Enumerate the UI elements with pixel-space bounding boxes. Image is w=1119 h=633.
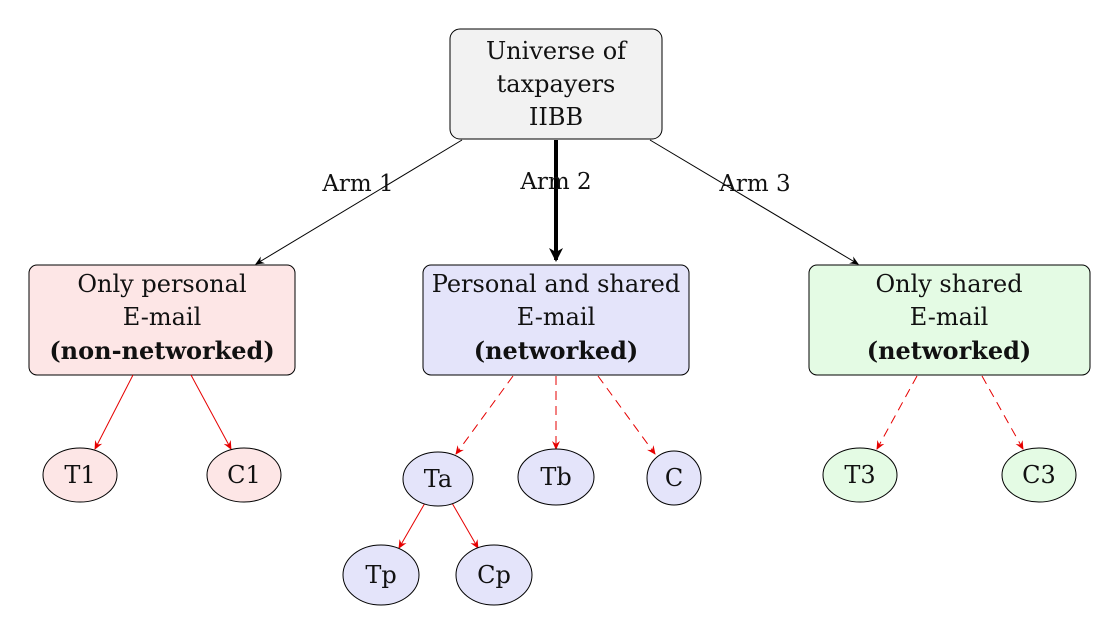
leaf-c: C (646, 450, 702, 506)
group-1-line-2: E-mail (123, 303, 202, 331)
root-line-2: taxpayers (497, 70, 616, 98)
edge-ta-cp (451, 502, 479, 549)
leaf-tp-label: Tp (365, 561, 396, 589)
edge-g1-c1 (190, 374, 232, 450)
root-line-1: Universe of (486, 37, 628, 65)
leaf-tb-label: Tb (540, 463, 571, 491)
arm1-label: Arm 1 (321, 171, 393, 197)
edge-g2-c (597, 375, 656, 455)
group-node-1: Only personal E-mail (non-networked) (28, 264, 296, 376)
arm1-edge (255, 139, 463, 265)
arm3-edge (649, 139, 859, 265)
group-node-3: Only shared E-mail (networked) (808, 264, 1091, 376)
leaf-c-label: C (665, 464, 683, 492)
group-3-box (808, 264, 1091, 376)
edge-ta-tp (398, 502, 426, 549)
leaf-cp: Cp (455, 544, 533, 606)
group-1-box (28, 264, 296, 376)
leaf-c3: C3 (1001, 447, 1077, 503)
root-node: Universe of taxpayers IIBB (449, 28, 663, 140)
leaf-c3-label: C3 (1022, 461, 1056, 489)
edge-g3-t3 (876, 375, 918, 450)
arm3-label: Arm 3 (718, 171, 790, 197)
group-2-box (422, 264, 690, 376)
group-2-line-3: (networked) (474, 336, 639, 365)
group-3-line-3: (networked) (867, 336, 1032, 365)
group-3-line-1: Only shared (875, 270, 1022, 298)
leaf-c1-label: C1 (227, 461, 261, 489)
group-2-line-2: E-mail (517, 303, 596, 331)
leaf-t1: T1 (42, 447, 118, 503)
leaf-t3-label: T3 (844, 461, 875, 489)
group-1-line-1: Only personal (77, 270, 246, 298)
leaf-tb: Tb (517, 448, 595, 506)
edge-g1-t1 (94, 374, 134, 450)
group-1-line-3: (non-networked) (49, 336, 274, 365)
group-2-line-1: Personal and shared (432, 270, 680, 298)
leaf-t1-label: T1 (64, 461, 95, 489)
leaf-ta-label: Ta (424, 465, 452, 493)
arm2-label: Arm 2 (519, 169, 591, 195)
leaf-tp: Tp (342, 544, 420, 606)
root-box (449, 28, 663, 140)
root-line-3: IIBB (529, 103, 583, 131)
leaf-cp-label: Cp (477, 561, 511, 589)
leaf-t3: T3 (822, 447, 898, 503)
edge-g2-ta (455, 375, 514, 455)
group-node-2: Personal and shared E-mail (networked) (422, 264, 690, 376)
leaf-ta: Ta (402, 451, 474, 507)
edge-g3-c3 (981, 375, 1024, 450)
group-3-line-2: E-mail (910, 303, 989, 331)
leaf-c1: C1 (206, 447, 282, 503)
